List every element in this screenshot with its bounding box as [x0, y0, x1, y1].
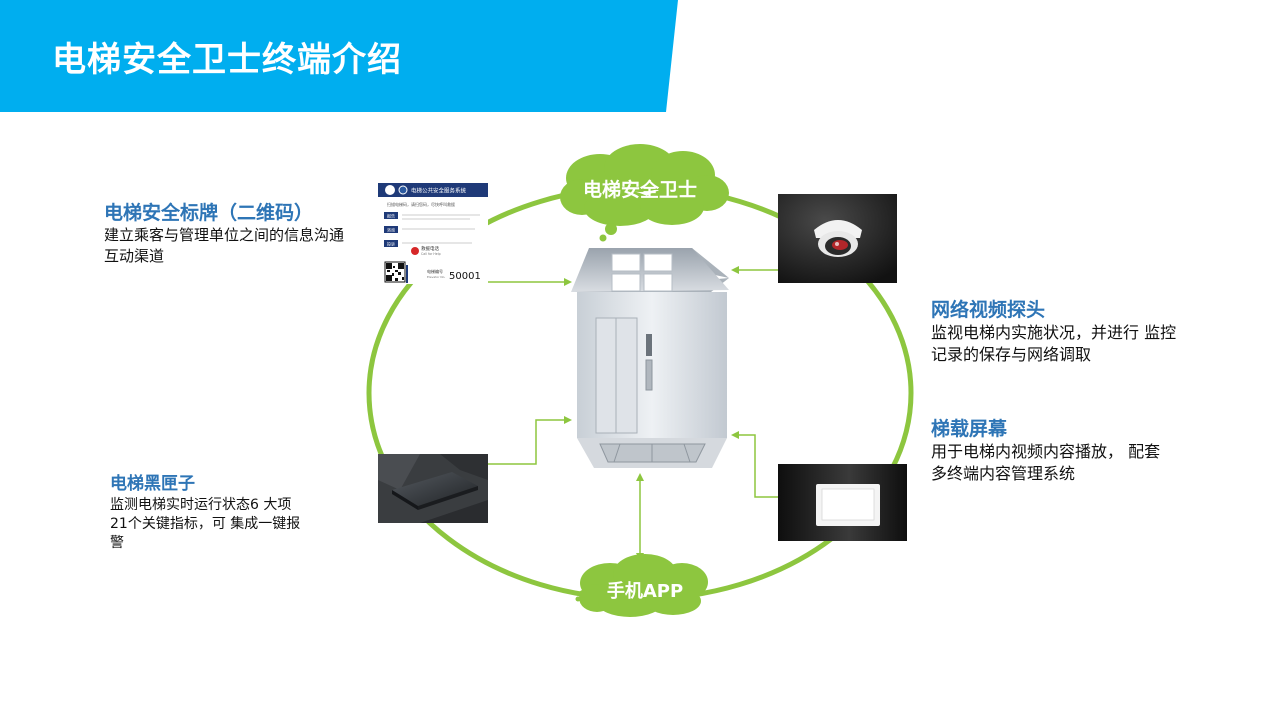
header-banner-shape [0, 0, 678, 112]
block-black-box: 电梯黑匣子 监测电梯实时运行状态6 大项 21个关键指标，可 集成一键报 警 [110, 472, 350, 553]
block-qr-sign: 电梯安全标牌（二维码） 建立乘客与管理单位之间的信息沟通 互动渠道 [104, 201, 384, 267]
bottom-cloud-label: 手机APP [607, 580, 683, 602]
black-box-desc-line-1: 监测电梯实时运行状态6 大项 [110, 497, 292, 513]
qr-card-header: 电梯公共安全服务系统 [411, 187, 467, 195]
arrowhead-qr-sign [564, 278, 572, 286]
connector-lines [488, 266, 778, 561]
block-screen: 梯载屏幕 用于电梯内视频内容播放， 配套 多终端内容管理系统 [931, 417, 1261, 485]
hotline-icon [411, 247, 419, 255]
qr-card-number: 50001 [449, 271, 481, 282]
black-box-image [378, 454, 488, 523]
qr-card-line1: 扫描电梯码，请扫您码，尽快呼叫救援 [387, 201, 455, 207]
qr-sign-title: 电梯安全标牌（二维码） [104, 202, 314, 224]
qr-code-image [384, 261, 406, 283]
camera-title: 网络视频探头 [931, 299, 1046, 321]
screen-image [778, 464, 907, 541]
camera-desc-line-2: 记录的保存与网络调取 [931, 345, 1092, 364]
connector-screen [736, 434, 778, 498]
qr-sign-desc-line-1: 建立乘客与管理单位之间的信息沟通 [104, 226, 345, 244]
bottom-cloud [575, 554, 708, 617]
arrowhead-screen [731, 431, 739, 439]
black-box-desc-line-2: 21个关键指标，可 集成一键报 [110, 516, 301, 532]
arrowhead-camera [731, 266, 739, 274]
camera-image [778, 194, 897, 283]
qr-card-hotline-sub: Call for Help [421, 252, 441, 256]
black-box-title: 电梯黑匣子 [110, 474, 195, 494]
qr-card-btn1: 报告 [387, 213, 395, 219]
top-cloud-label: 电梯安全卫士 [583, 178, 697, 201]
connector-black-box [488, 419, 568, 465]
elevator-car-image [571, 248, 729, 468]
screen-desc-line-1: 用于电梯内视频内容播放， 配套 [931, 442, 1161, 461]
arrowhead-app-top [636, 473, 644, 481]
screen-desc-line-2: 多终端内容管理系统 [931, 464, 1076, 483]
black-box-desc-line-3: 警 [110, 535, 124, 551]
qr-card-btn3: 投诉 [387, 241, 395, 247]
page-title: 电梯安全卫士终端介绍 [52, 40, 402, 80]
qr-card-number-label: 电梯编号 [427, 268, 443, 274]
arrowhead-black-box [564, 416, 572, 424]
qr-card-hotline: 救援电话 [421, 245, 439, 252]
qr-sign-card: 电梯公共安全服务系统 扫描电梯码，请扫您码，尽快呼叫救援 报告 咨询 投诉 救援… [378, 183, 488, 284]
block-camera: 网络视频探头 监视电梯内实施状况，并进行 监控 记录的保存与网络调取 [931, 298, 1261, 366]
qr-sign-desc-line-2: 互动渠道 [104, 247, 165, 265]
qr-card-btn2: 咨询 [387, 227, 395, 233]
camera-desc-line-1: 监视电梯内实施状况，并进行 监控 [931, 323, 1177, 342]
screen-title: 梯载屏幕 [931, 418, 1008, 440]
qr-card-number-sub: Elevator No. [427, 275, 445, 279]
top-cloud [560, 144, 729, 242]
header-banner [0, 0, 678, 112]
